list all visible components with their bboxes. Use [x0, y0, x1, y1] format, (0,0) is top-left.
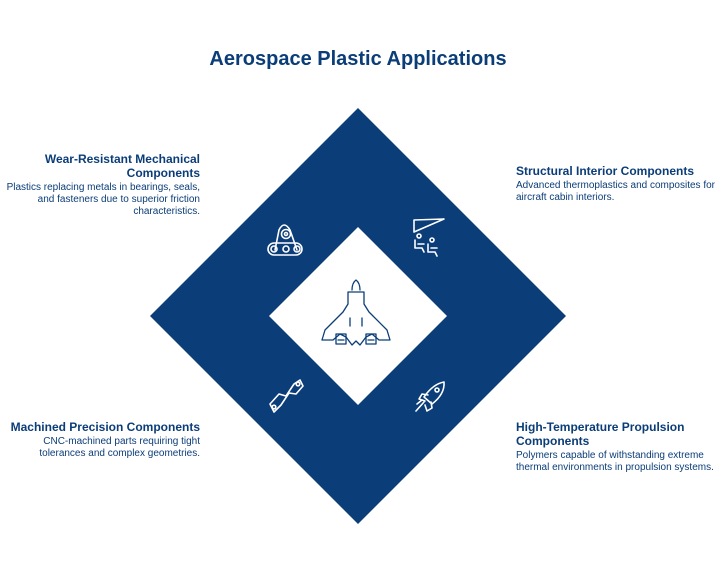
heading-wear-resistant: Wear-Resistant Mechanical Components — [44, 152, 200, 180]
desc-machined-precision: CNC-machined parts requiring tight toler… — [39, 436, 200, 459]
quadrant-top-left: Wear-Resistant Mechanical Components Pla… — [0, 152, 200, 218]
spacecraft-icon — [321, 279, 391, 346]
desc-wear-resistant: Plastics replacing metals in bearings, s… — [6, 182, 200, 217]
quadrant-top-right: Structural Interior Components Advanced … — [516, 164, 716, 204]
quadrant-bottom-right: High-Temperature Propulsion Components P… — [516, 420, 716, 474]
inner-diamond — [269, 227, 447, 405]
gear-belt-icon — [267, 224, 303, 256]
heading-high-temperature: High-Temperature Propulsion Components — [516, 420, 685, 448]
rocket-icon — [415, 381, 445, 412]
cabin-seats-icon — [413, 218, 445, 257]
desc-structural-interior: Advanced thermoplastics and composites f… — [516, 180, 715, 203]
quadrant-bottom-left: Machined Precision Components CNC-machin… — [0, 420, 200, 460]
machined-link-icon — [269, 379, 304, 413]
desc-high-temperature: Polymers capable of withstanding extreme… — [516, 450, 714, 473]
heading-machined-precision: Machined Precision Components — [10, 420, 200, 434]
diagram-title: Aerospace Plastic Applications — [209, 48, 507, 70]
heading-structural-interior: Structural Interior Components — [516, 164, 695, 178]
